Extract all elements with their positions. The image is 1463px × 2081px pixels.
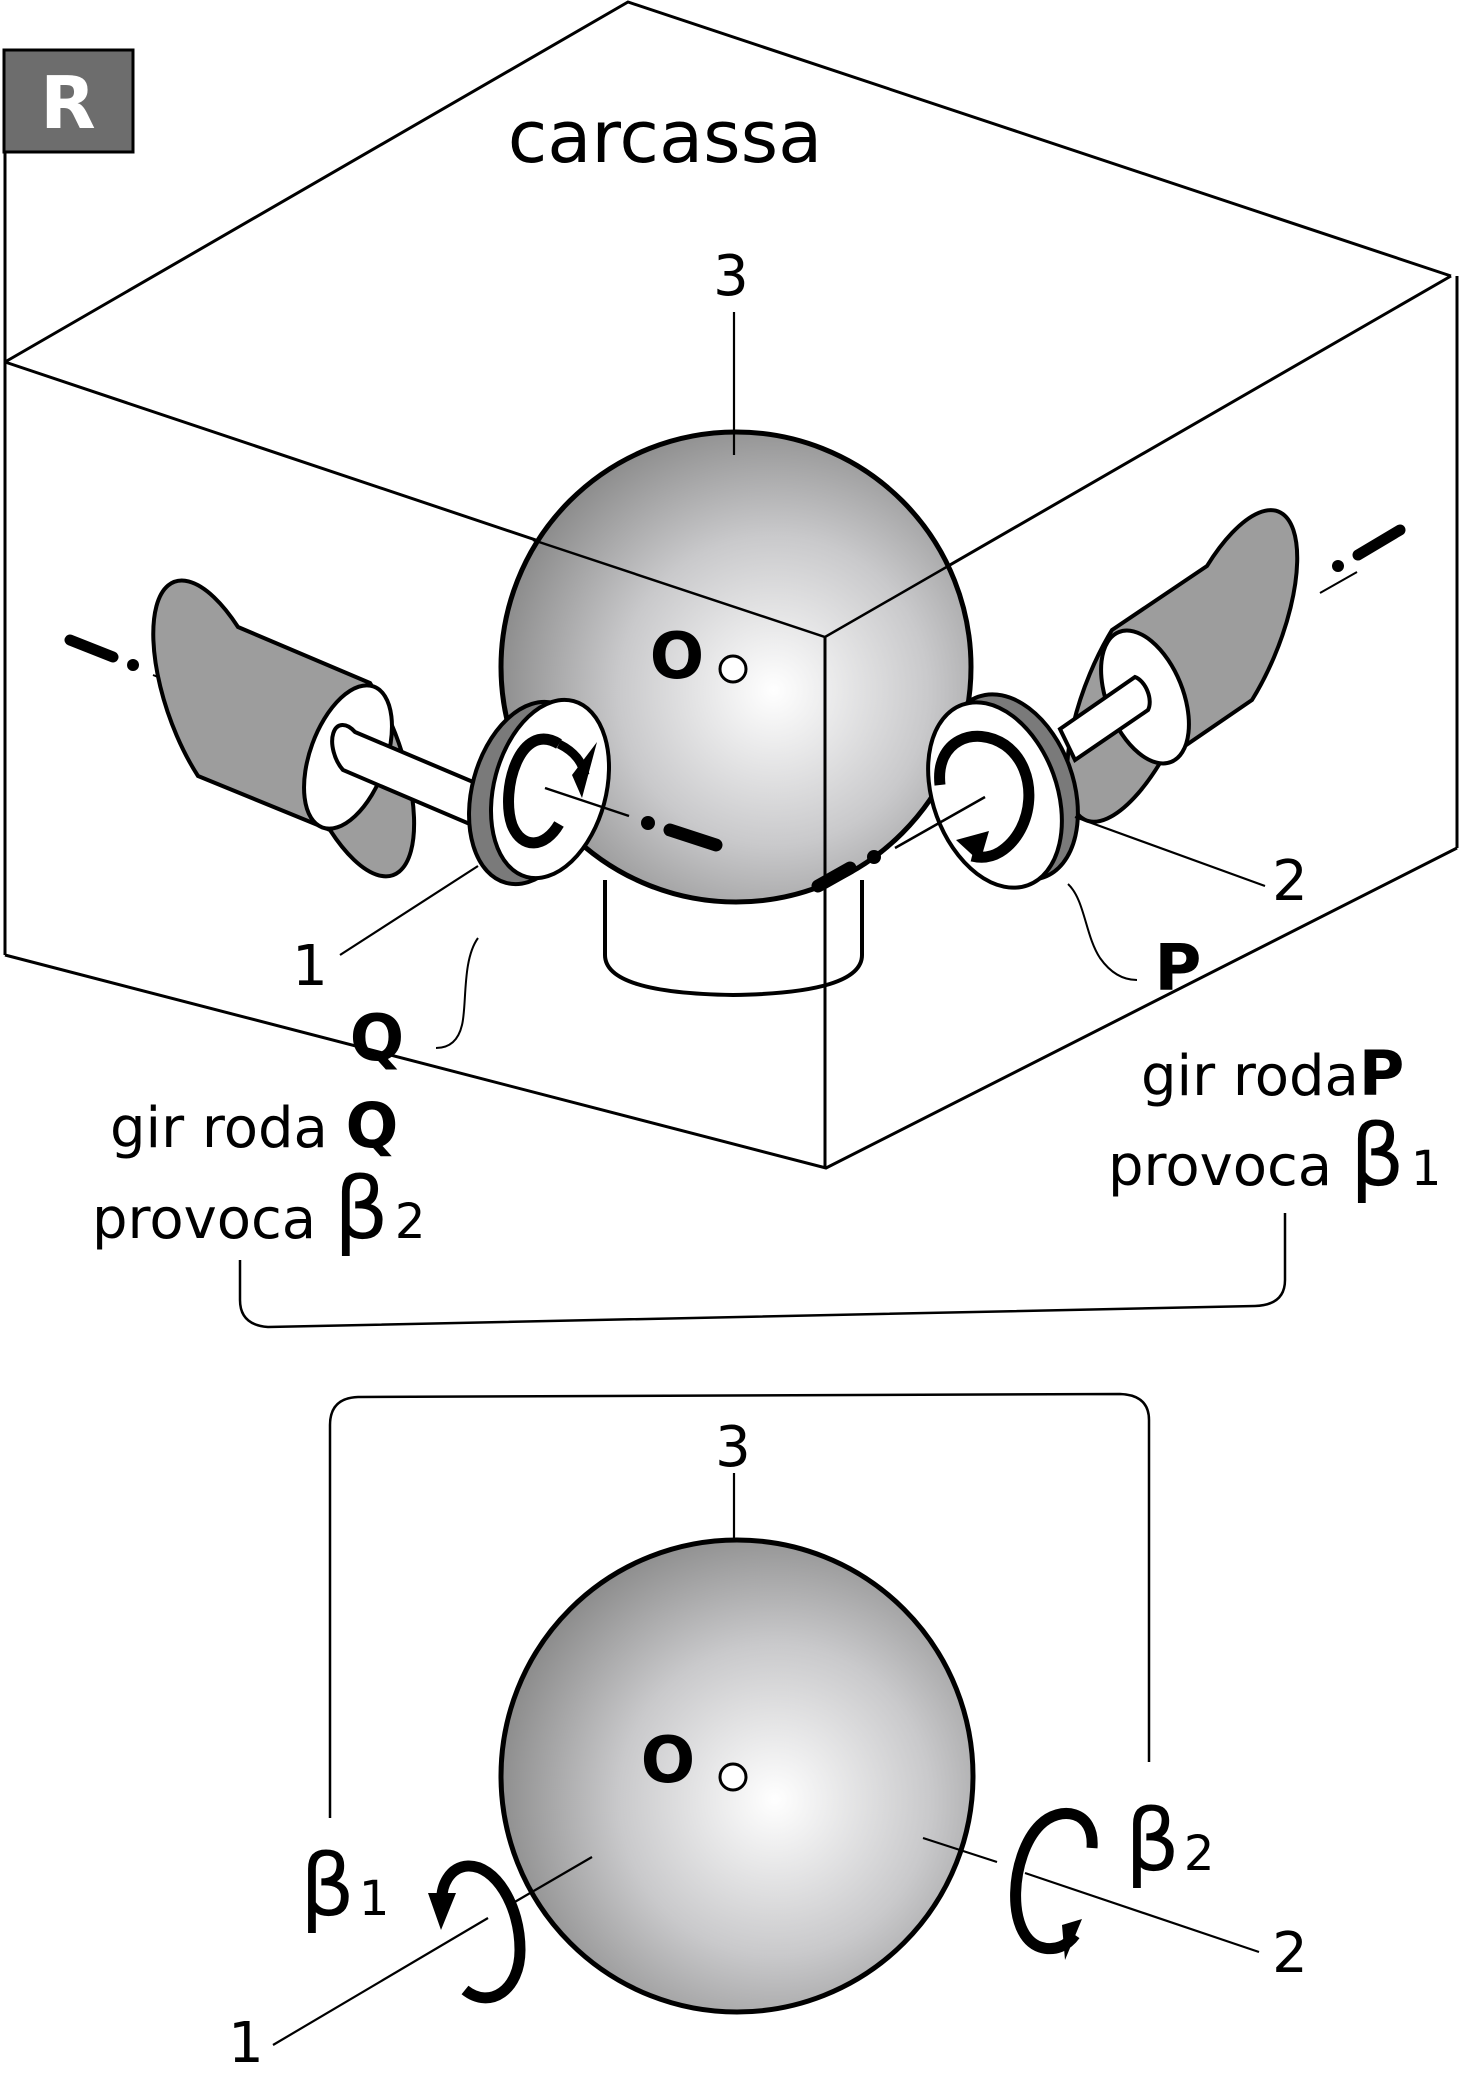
left-axis-line xyxy=(544,786,630,818)
right-axis-dash-far xyxy=(1352,524,1406,561)
beta-1-symbol: β xyxy=(300,1836,355,1936)
badge-r: R xyxy=(2,48,135,154)
right-shaft xyxy=(1057,674,1152,763)
wheel-q-rotation-arrow xyxy=(503,733,564,849)
caption-right-text: gir roda xyxy=(1141,1044,1359,1109)
beta-2-subscript: 2 xyxy=(1184,1826,1215,1882)
beta-2-arrowhead-icon xyxy=(1062,1919,1082,1960)
bottom-axis-1-inner xyxy=(512,1856,593,1904)
pedestal xyxy=(603,880,864,998)
caption-right-wheel: P xyxy=(1359,1037,1404,1110)
caption-left-line1: gir roda Q xyxy=(110,1089,398,1162)
wheel-q-callout xyxy=(435,937,479,1049)
caption-left-subscript: 2 xyxy=(395,1194,426,1250)
caption-right-verb: provoca xyxy=(1108,1134,1332,1199)
bottom-axis-2-number: 2 xyxy=(1272,1921,1308,1986)
left-axis-dash xyxy=(663,823,723,852)
right-axis-dot-far xyxy=(1332,560,1344,572)
right-motor-cylinder xyxy=(1064,508,1300,824)
wheel-p-rotation-arrow xyxy=(934,730,1035,863)
top-center-label: O xyxy=(650,620,704,694)
bottom-axis-1-number: 1 xyxy=(228,2011,264,2076)
wheel-q-arrowhead-icon xyxy=(572,742,597,798)
bottom-center-label: O xyxy=(641,1724,695,1798)
left-gimbal: 1 Q xyxy=(64,578,723,1076)
connector-caption-cross-1 xyxy=(238,1213,1287,1329)
beta-2-label: β2 xyxy=(1125,1791,1214,1891)
bottom-axis-2-outer xyxy=(1024,1871,1260,1954)
wheel-p-callout xyxy=(1067,883,1138,981)
bottom-axis-2-inner xyxy=(922,1836,998,1864)
beta-2-rotation-arrow xyxy=(1010,1808,1098,1955)
cross-helper xyxy=(268,1327,1120,1394)
beta-1-arrowhead-icon xyxy=(428,1893,456,1930)
wheel-p-leader xyxy=(1074,815,1266,888)
caption-left-wheel: Q xyxy=(346,1089,399,1162)
left-axis-dot-far xyxy=(127,659,139,671)
beta-1-subscript: 1 xyxy=(359,1871,390,1927)
caption-right-subscript: 1 xyxy=(1411,1141,1442,1197)
beta-2-symbol: β xyxy=(1125,1791,1180,1891)
wheel-q-leader xyxy=(339,865,479,956)
connector-caption-cross-2 xyxy=(328,1392,1151,1818)
right-axis-line-far xyxy=(1319,571,1358,594)
bottom-axis-1-outer xyxy=(272,1917,489,2046)
housing-label: carcassa xyxy=(508,95,823,179)
badge-box xyxy=(2,48,135,154)
beta-1-rotation-arrow xyxy=(436,1860,526,2004)
wheel-q-label: Q xyxy=(350,1002,404,1076)
wheel-p-arrowhead-icon xyxy=(956,831,989,862)
left-shaft xyxy=(330,723,488,828)
caption-left-beta: β xyxy=(334,1159,389,1259)
caption-left-text: gir roda xyxy=(110,1096,328,1161)
cube-top-back-edges xyxy=(4,0,1452,364)
beta-1-label: β1 xyxy=(300,1836,389,1936)
wheel-p-label: P xyxy=(1155,932,1202,1006)
caption-right-beta: β xyxy=(1350,1106,1405,1206)
top-center-point xyxy=(718,654,748,684)
wheel-p-number: 2 xyxy=(1272,849,1308,914)
right-axis-line xyxy=(894,795,986,850)
caption-right-line1: gir rodaP xyxy=(1141,1037,1404,1110)
caption-left-verb: provoca xyxy=(92,1187,316,1252)
bottom-center-point xyxy=(718,1762,748,1792)
right-axis-dot xyxy=(867,850,881,864)
bottom-sphere-number: 3 xyxy=(715,1415,751,1480)
right-gimbal: 2 P xyxy=(811,508,1406,1006)
left-axis-dash-far xyxy=(64,634,119,663)
right-axis-dash xyxy=(811,861,857,893)
badge-label: R xyxy=(40,61,95,145)
top-sphere-number: 3 xyxy=(713,244,749,309)
wheel-q-number: 1 xyxy=(292,934,328,999)
left-axis-dot xyxy=(641,816,655,830)
